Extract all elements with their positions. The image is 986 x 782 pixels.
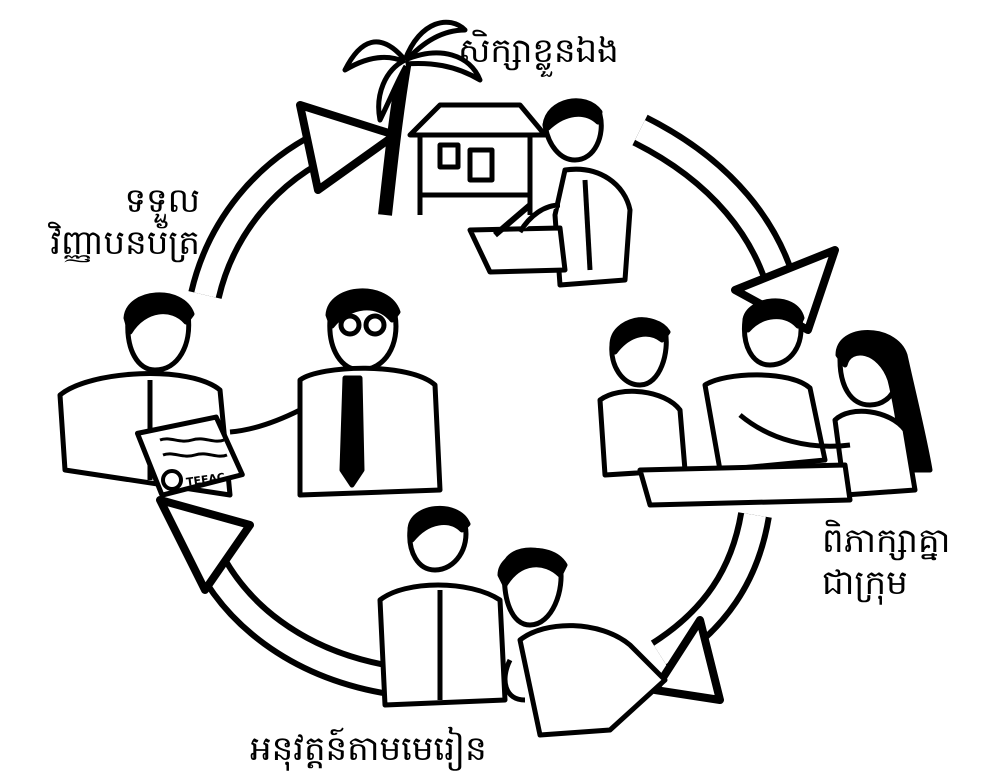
- palm-tree-icon: [342, 19, 483, 216]
- certificate-handover-icon: [57, 288, 443, 498]
- certificate-line2: វិញ្ញាបនប័ត្រ: [50, 223, 200, 263]
- certificate-line1: ទទួល: [124, 181, 200, 221]
- label-self-study: សិក្សាខ្លួនឯង: [458, 30, 619, 72]
- self-study-text: សិក្សាខ្លួនឯង: [458, 31, 619, 71]
- house-icon: [407, 102, 548, 215]
- label-group-discussion: ពិភាក្សាគ្នា ជាក្រុម: [822, 520, 982, 604]
- studying-person-icon: [467, 98, 633, 288]
- discussion-group-icon: [597, 298, 933, 508]
- cycle-arrows: [156, 101, 839, 704]
- label-certificate: ទទួល វិញ្ញាបនប័ត្រ: [0, 180, 200, 264]
- practice-text: អនុវត្តន៍តាមមេរៀន: [250, 729, 487, 769]
- group-discussion-line2: ជាក្រុម: [822, 563, 908, 603]
- group-discussion-line1: ពិភាក្សាគ្នា: [822, 521, 951, 561]
- practice-people-icon: [377, 506, 668, 738]
- label-practice: អនុវត្តន៍តាមមេរៀន: [250, 728, 487, 770]
- certificate-badge-text: TEEAC: [185, 471, 226, 489]
